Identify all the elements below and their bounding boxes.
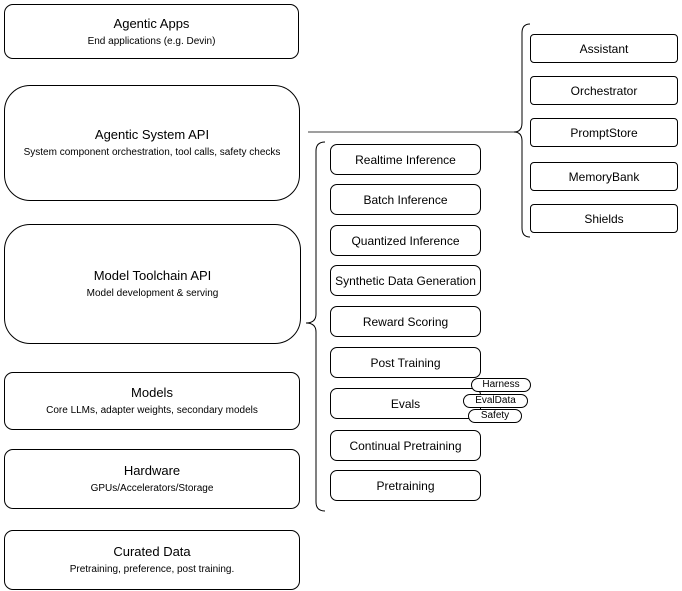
node-pretraining: Pretraining [330, 470, 481, 501]
layer-subtitle: Core LLMs, adapter weights, secondary mo… [46, 405, 258, 416]
component-orchestrator: Orchestrator [530, 76, 678, 105]
layer-subtitle: GPUs/Accelerators/Storage [90, 483, 214, 494]
node-label: Continual Pretraining [349, 438, 462, 453]
node-quantized-inference: Quantized Inference [330, 225, 481, 256]
node-label: Reward Scoring [362, 314, 449, 329]
node-realtime-inference: Realtime Inference [330, 144, 481, 175]
node-synthetic-data-generation: Synthetic Data Generation [330, 265, 481, 296]
layer-box-models: Models Core LLMs, adapter weights, secon… [4, 372, 300, 430]
toolchain-brace [305, 141, 326, 512]
component-shields: Shields [530, 204, 678, 233]
layer-subtitle: End applications (e.g. Devin) [87, 35, 216, 47]
components-brace [513, 23, 531, 238]
layer-subtitle: System component orchestration, tool cal… [23, 147, 281, 158]
layer-title: Agentic System API [94, 127, 210, 142]
eval-tag-evaldata: EvalData [463, 394, 528, 408]
layer-title: Models [131, 385, 173, 400]
layer-title: Model Toolchain API [93, 268, 212, 283]
layer-box-hardware: Hardware GPUs/Accelerators/Storage [4, 449, 300, 509]
layer-box-agentic-apps: Agentic Apps End applications (e.g. Devi… [4, 4, 299, 59]
node-label: Pretraining [376, 478, 435, 493]
layer-box-curated-data: Curated Data Pretraining, preference, po… [4, 530, 300, 590]
component-promptstore: PromptStore [530, 118, 678, 147]
component-assistant: Assistant [530, 34, 678, 63]
node-post-training: Post Training [330, 347, 481, 378]
node-label: Post Training [370, 355, 441, 370]
layer-title: Hardware [123, 463, 181, 478]
component-label: PromptStore [570, 125, 638, 140]
component-label: Orchestrator [570, 83, 638, 98]
component-memorybank: MemoryBank [530, 162, 678, 191]
eval-tag-harness: Harness [471, 378, 531, 392]
eval-tag-safety: Safety [468, 409, 522, 423]
layer-box-model-toolchain-api: Model Toolchain API Model development & … [4, 224, 301, 344]
node-label: Realtime Inference [355, 152, 456, 167]
node-continual-pretraining: Continual Pretraining [330, 430, 481, 461]
component-label: Assistant [579, 41, 629, 56]
component-label: Shields [584, 211, 624, 226]
node-reward-scoring: Reward Scoring [330, 306, 481, 337]
layer-subtitle: Model development & serving [86, 288, 219, 299]
node-label: Quantized Inference [351, 233, 460, 248]
node-batch-inference: Batch Inference [330, 184, 481, 215]
layer-box-agentic-system-api: Agentic System API System component orch… [4, 85, 300, 201]
layer-title: Agentic Apps [113, 15, 190, 31]
node-label: Synthetic Data Generation [335, 273, 476, 288]
node-label: Evals [390, 396, 421, 411]
node-label: Batch Inference [363, 192, 448, 207]
node-evals: Evals [330, 388, 481, 419]
layer-subtitle: Pretraining, preference, post training. [69, 564, 235, 575]
component-label: MemoryBank [568, 169, 640, 184]
layer-title: Curated Data [113, 544, 191, 559]
